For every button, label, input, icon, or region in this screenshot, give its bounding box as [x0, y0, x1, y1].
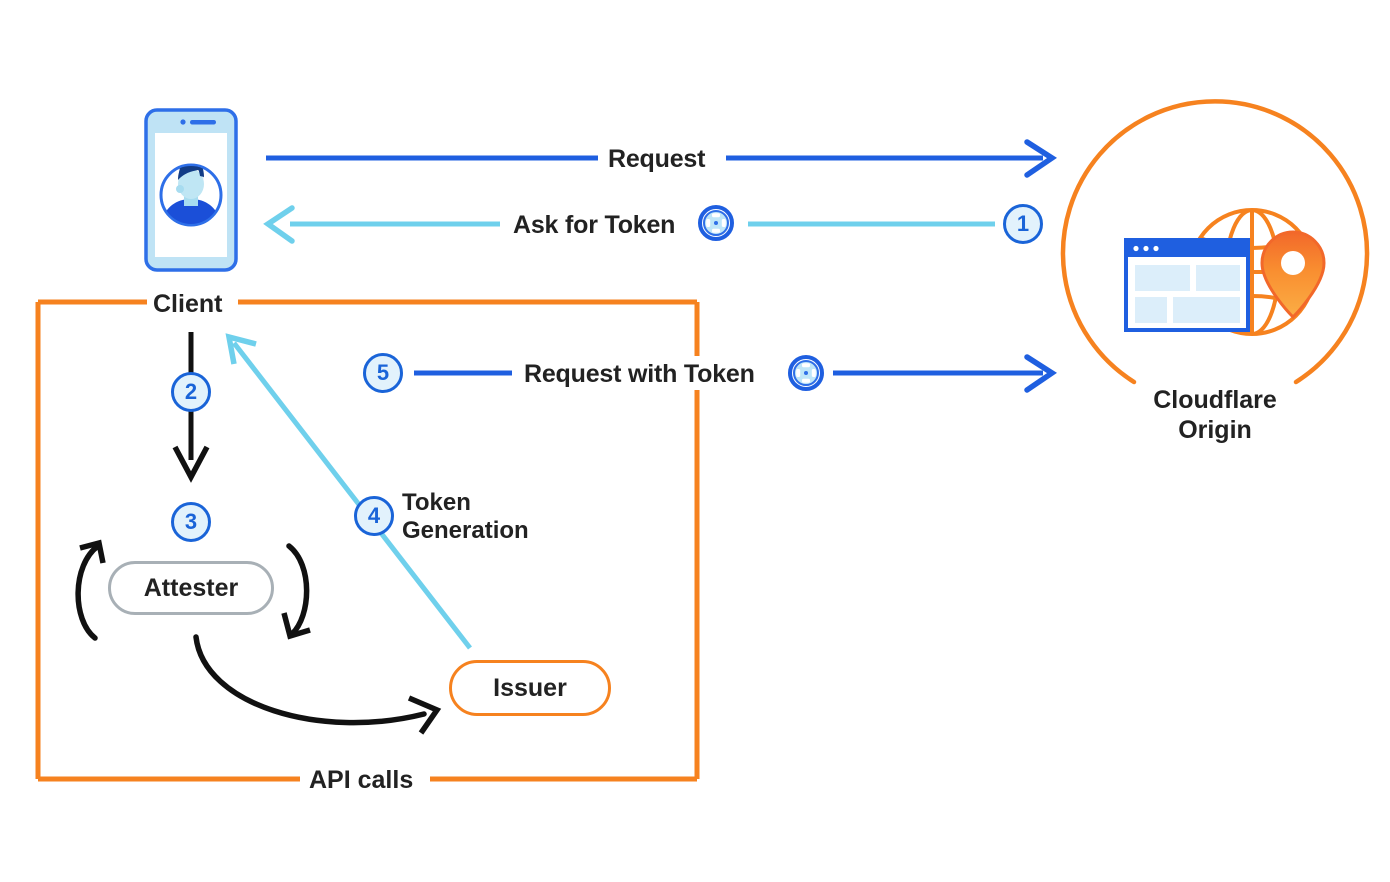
curved-arrow-right-attester [281, 543, 311, 640]
flow-label-ask-for-token: Ask for Token [513, 211, 676, 239]
node-attester-label: Attester [143, 573, 239, 602]
step-badge-2[interactable]: 2 [171, 372, 211, 412]
flow-arrow-request-with-token [414, 354, 1057, 393]
step-badge-3[interactable]: 3 [171, 502, 211, 542]
flow-arrow-ask-for-token [263, 205, 995, 244]
flow-arrow-request [266, 139, 1057, 178]
container-label-client: Client [153, 290, 223, 318]
private-access-token-icon [788, 355, 824, 391]
curved-arrow-attester-to-issuer [193, 634, 442, 735]
mobile-phone-user-icon [144, 108, 238, 272]
api-calls-container [35, 299, 700, 782]
step-badge-5[interactable]: 5 [363, 353, 403, 393]
origin-label-line1: Cloudflare [1153, 386, 1277, 414]
step-label-token-generation: Token Generation [402, 489, 529, 546]
container-label-api-calls: API calls [309, 766, 414, 794]
step-label-token-generation-line1: Token [402, 489, 471, 516]
flow-arrow-token-generation [225, 333, 472, 650]
flow-label-request: Request [608, 145, 706, 173]
step-badge-4[interactable]: 4 [354, 496, 394, 536]
origin-label-line2: Origin [1178, 415, 1252, 444]
browser-window-icon [1124, 238, 1250, 332]
map-pin-icon [1260, 230, 1326, 320]
step-badge-1[interactable]: 1 [1003, 204, 1043, 244]
cloudflare-origin-ring [1060, 99, 1370, 385]
private-access-token-icon [698, 205, 734, 241]
node-attester[interactable]: Attester [108, 561, 274, 615]
curved-arrow-left-attester [75, 539, 106, 641]
step-label-token-generation-line2: Generation [402, 517, 529, 545]
node-cloudflare-origin-label: Cloudflare Origin [1125, 386, 1305, 445]
node-issuer-label: Issuer [493, 673, 567, 702]
flow-label-request-with-token: Request with Token [524, 360, 755, 388]
node-issuer[interactable]: Issuer [449, 660, 611, 716]
